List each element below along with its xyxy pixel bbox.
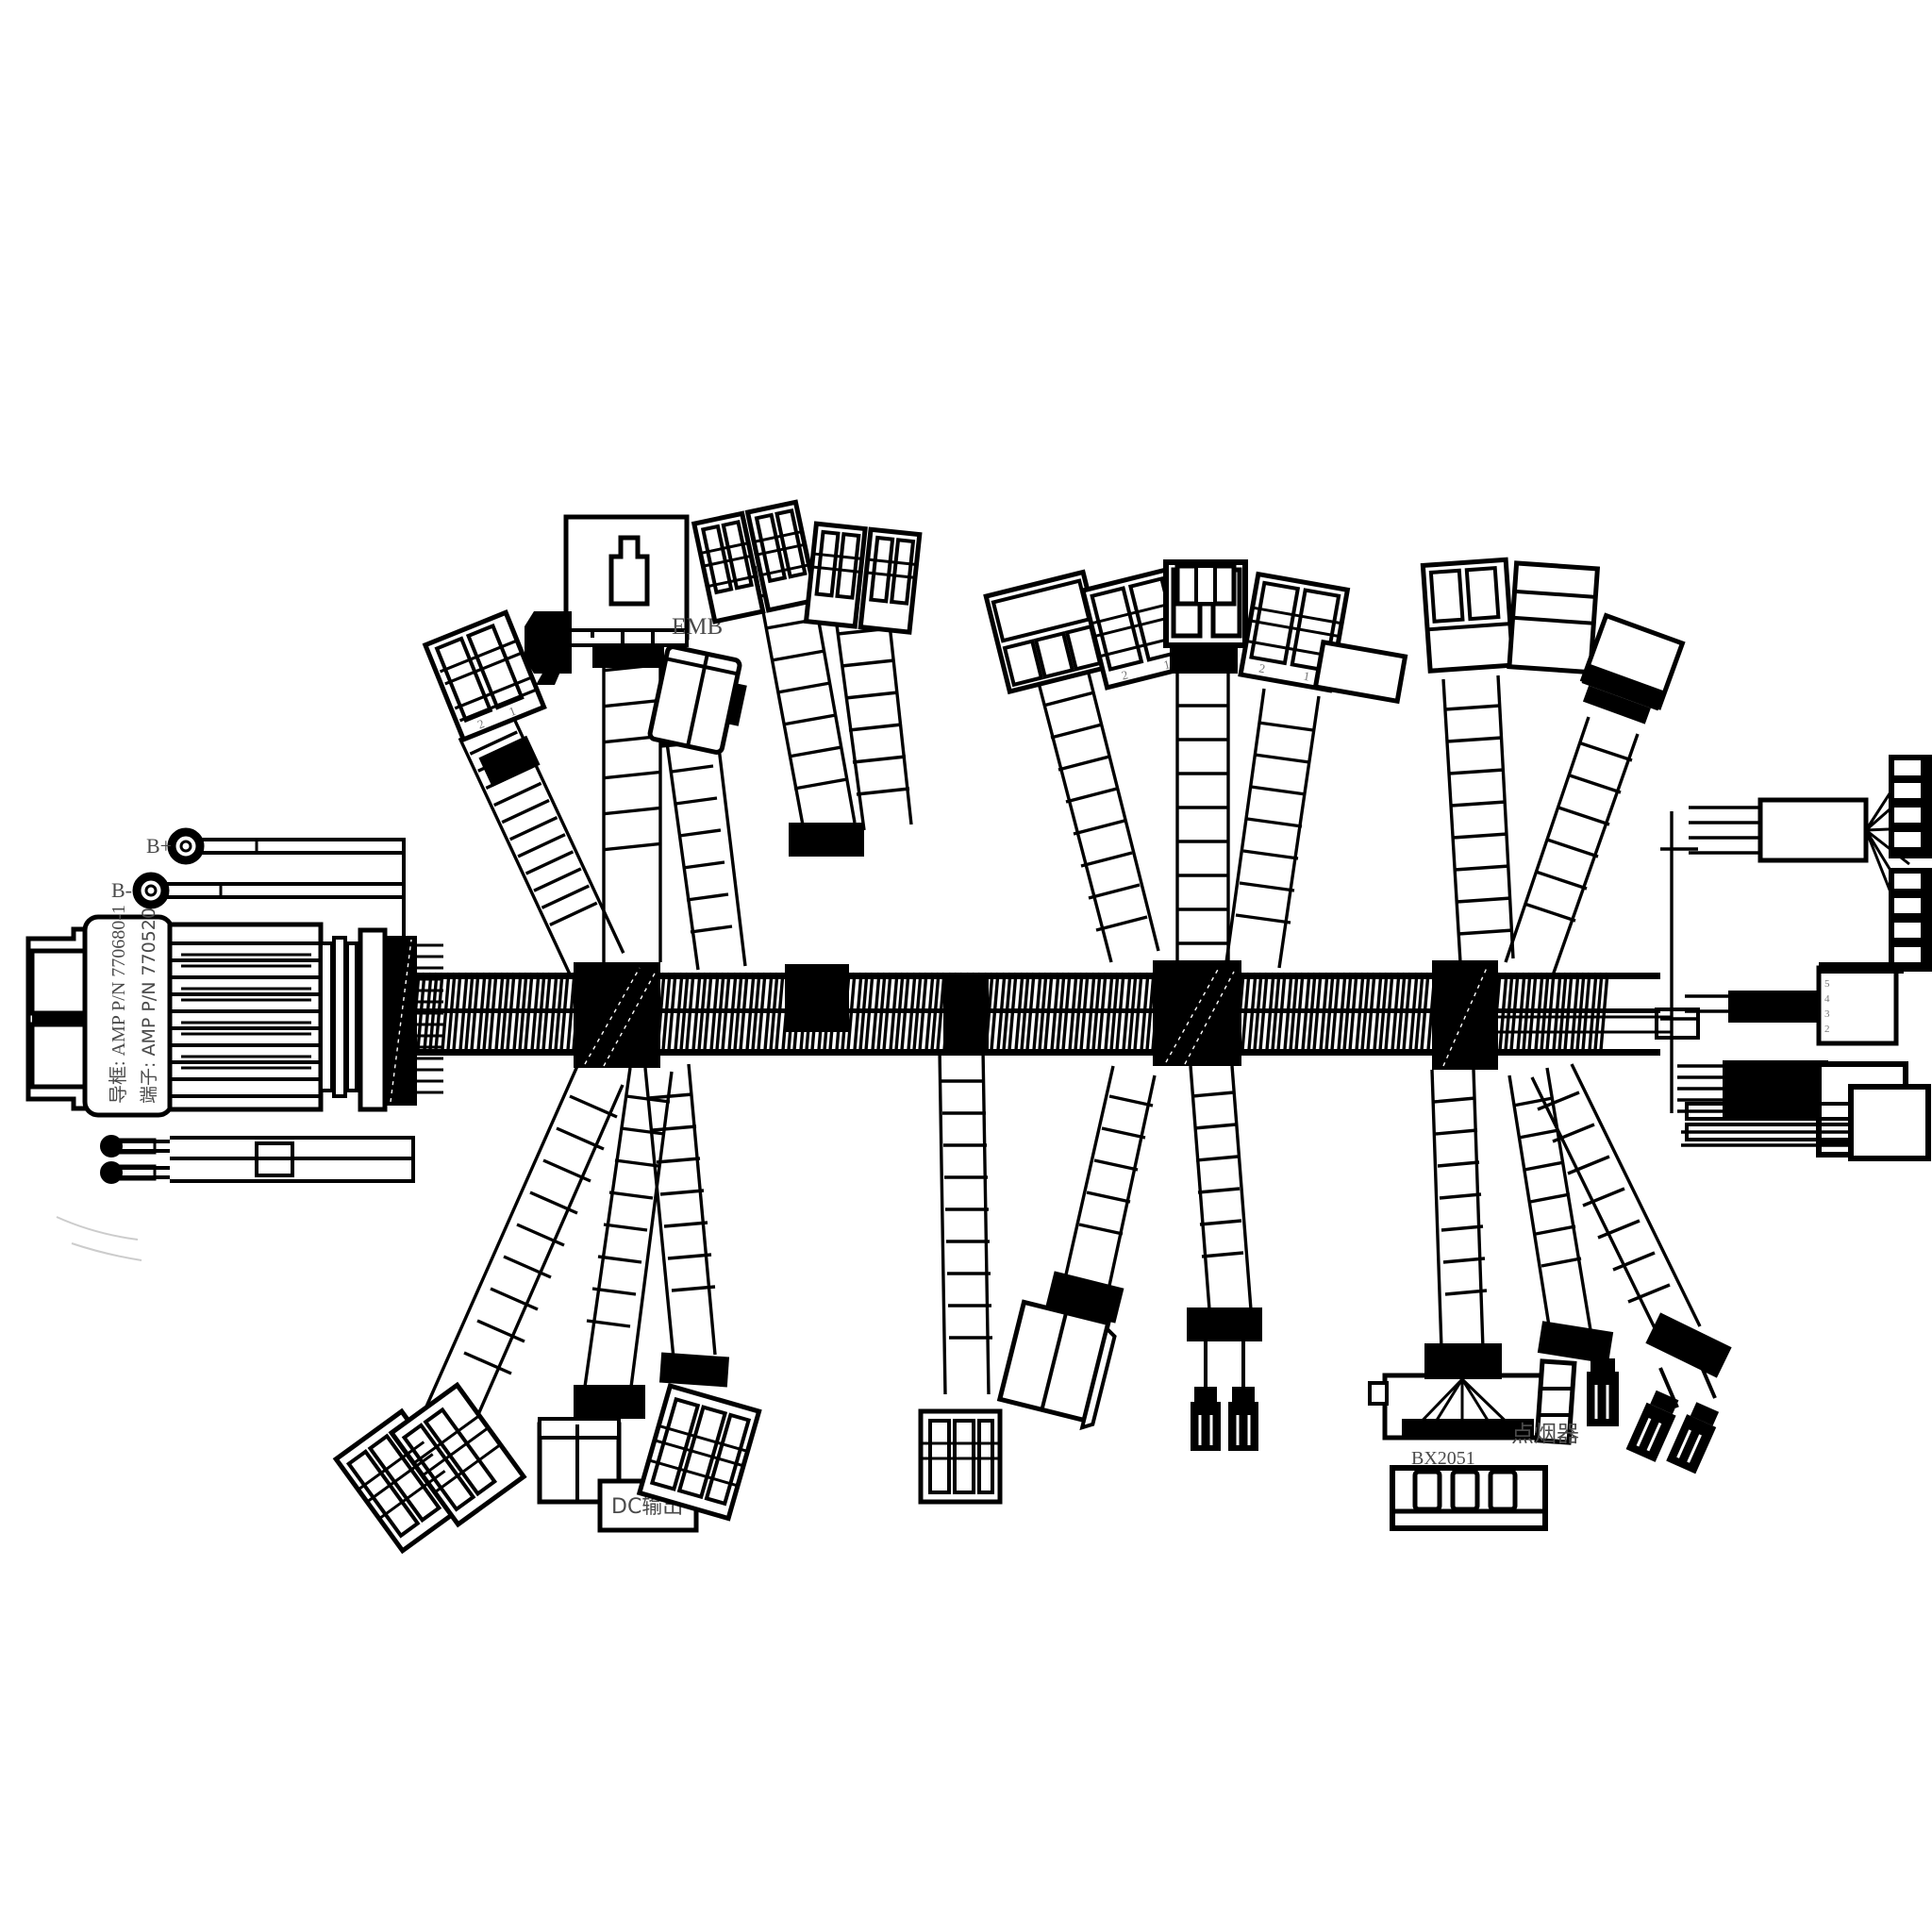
b-plus-label: B+: [146, 834, 172, 858]
tape-wrap-d3: [658, 1352, 730, 1388]
connector-3pin-mid[interactable]: [636, 1383, 762, 1522]
pin-3: 3: [1824, 1008, 1830, 1020]
connector-twin-bullet[interactable]: [1191, 1341, 1258, 1451]
branch-down-9: [1530, 1063, 1702, 1341]
connector-grommet-right[interactable]: [1575, 612, 1686, 727]
connector-2pin-angled[interactable]: 2 1: [422, 609, 547, 743]
trunk-right-exit: [1660, 811, 1698, 1113]
connector-dual-3pin-bl[interactable]: [332, 1376, 527, 1560]
branch-down-1: [421, 1065, 625, 1435]
branch-down-4: [938, 1048, 992, 1395]
cigarette-lighter-label: 点烟器: [1511, 1421, 1579, 1447]
pin-4: 4: [1824, 993, 1830, 1005]
tape-wrap-d2: [574, 1385, 645, 1419]
tape-wrap-d6: [1187, 1307, 1262, 1341]
connector-rect-plug[interactable]: [996, 1299, 1118, 1431]
connector-right-box-a[interactable]: 5 4 3 2: [1816, 962, 1904, 1046]
branch-down-6: [1189, 1065, 1253, 1310]
connector-twin-blade-b[interactable]: [803, 521, 923, 635]
breakout-4: [1153, 960, 1241, 1066]
branch-up-3: [664, 731, 747, 971]
breakout-2: [785, 964, 849, 1032]
pin-label-1b: 1: [1162, 657, 1172, 672]
main-amp-connector[interactable]: 导框: AMP P/N 770680-1 端子: AMP P/N 770520: [25, 905, 443, 1118]
connector-spade-pair[interactable]: [1625, 1357, 1723, 1479]
breakout-blocks: [574, 960, 1498, 1070]
pin-label-2b: 2: [1120, 667, 1129, 682]
connector-cig-lighter[interactable]: [1534, 1358, 1619, 1445]
connector-twin-blade-a[interactable]: [691, 499, 820, 625]
connector-2pin-low[interactable]: [918, 1408, 1003, 1505]
tape-wrap-d9: [1645, 1312, 1732, 1378]
right-fanout-assembly: 5 4 3 2: [1677, 755, 1932, 1161]
housing-part-number: 导框: AMP P/N 770680-1: [108, 905, 129, 1104]
branch-up-10: [1504, 716, 1640, 976]
branch-down-8: [1507, 1067, 1592, 1339]
branch-down-5: [1062, 1065, 1157, 1295]
breakout-3: [943, 975, 989, 1049]
terminal-part-number: 端子: AMP P/N 770520: [139, 908, 159, 1104]
branch-up-2: [602, 626, 662, 962]
tape-wrap-u5: [789, 823, 864, 857]
branch-up-7: [1175, 672, 1230, 962]
branch-up-8: [1224, 688, 1321, 969]
connector-emb-small[interactable]: [647, 644, 752, 757]
bx2051-label: BX2051: [1411, 1448, 1475, 1469]
branch-down-3: [643, 1063, 717, 1359]
connector-block-right[interactable]: [1420, 557, 1516, 674]
breakout-1: [574, 962, 660, 1068]
connector-relay-box[interactable]: [525, 514, 690, 685]
breakout-5: [1432, 960, 1498, 1070]
b-minus-label: B-: [111, 878, 132, 902]
connector-block-right-2[interactable]: [1507, 560, 1601, 675]
connector-aux-small[interactable]: [1312, 639, 1408, 705]
connector-right-upper[interactable]: [1889, 755, 1932, 858]
pin-label-2: 2: [475, 716, 487, 731]
ribbon-sleeve-upper: [1757, 797, 1869, 863]
pin-5: 5: [1824, 978, 1830, 990]
pin-label-1: 1: [507, 704, 518, 719]
ribbon-sleeve-lower-2: [1723, 1060, 1828, 1117]
lower-left-terminal-leads: [100, 1135, 415, 1184]
branch-up-5: [832, 597, 913, 831]
ring-terminal-b-minus[interactable]: B-: [111, 872, 406, 955]
connector-3pin-left[interactable]: [983, 569, 1110, 695]
tape-wrap-u7: [1170, 645, 1238, 674]
branch-down-7: [1430, 1069, 1488, 1350]
branch-up-6: [1036, 665, 1160, 963]
branch-down-2: [583, 1067, 674, 1395]
main-connector-wire-bundle: [181, 941, 311, 1081]
ring-terminal-b-plus[interactable]: B+: [146, 827, 406, 943]
branch-up-9: [1441, 675, 1515, 963]
connector-right-bottom[interactable]: [1685, 1084, 1931, 1161]
connector-right-lower[interactable]: [1889, 868, 1932, 972]
pin-2: 2: [1824, 1024, 1830, 1035]
branch-up-1: [458, 712, 625, 978]
connector-square-tall[interactable]: [1163, 559, 1248, 648]
connector-bx2051-socket[interactable]: BX2051: [1368, 1373, 1568, 1531]
pin-label-1c: 1: [1303, 669, 1311, 684]
tape-wrap-d8: [1537, 1321, 1614, 1364]
stray-construction-marks: [56, 1216, 142, 1261]
pin-label-2c: 2: [1257, 660, 1266, 675]
